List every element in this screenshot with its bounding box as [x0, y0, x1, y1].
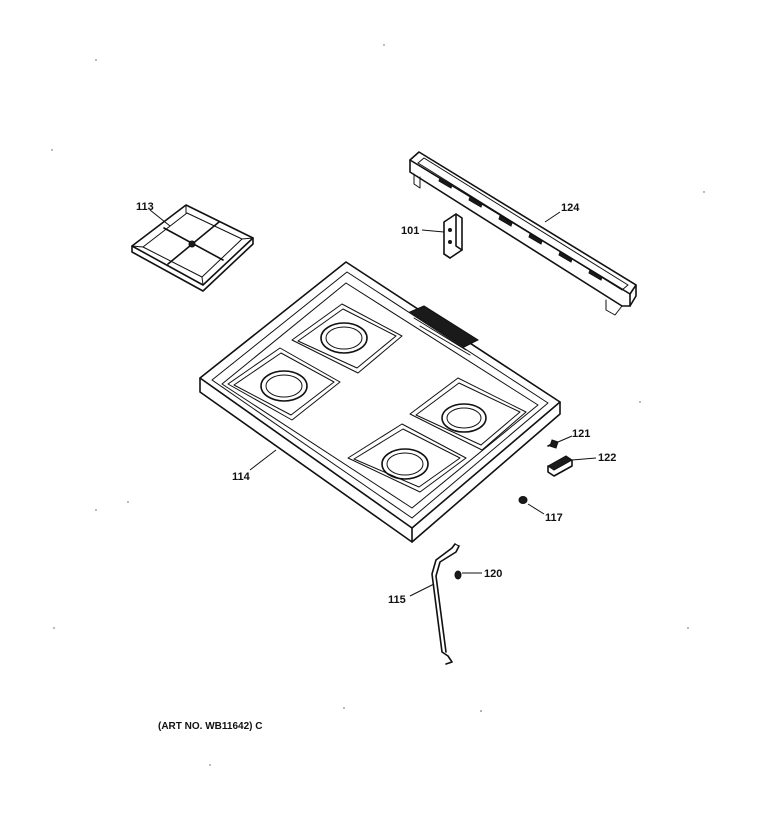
callout-113: 113: [136, 201, 154, 213]
screw: [547, 439, 559, 449]
callout-114: 114: [232, 471, 251, 483]
callout-115: 115: [388, 594, 406, 606]
main-cooktop: [199, 261, 561, 543]
mounting-bracket: [443, 213, 463, 259]
callout-121: 121: [572, 428, 590, 440]
scan-specks: [51, 44, 705, 766]
callout-122: 122: [598, 452, 616, 464]
art-number: (ART NO. WB11642) C: [158, 721, 262, 732]
burner-grate: [131, 204, 254, 292]
vent-trim-bar: [409, 151, 637, 316]
callout-120: 120: [484, 568, 502, 580]
callout-117: 117: [545, 512, 563, 524]
clip: [547, 455, 573, 477]
callout-101: 101: [401, 225, 419, 237]
callout-124: 124: [561, 202, 580, 214]
grommet: [518, 496, 528, 504]
support-rod: [431, 543, 460, 665]
fastener: [454, 570, 462, 580]
